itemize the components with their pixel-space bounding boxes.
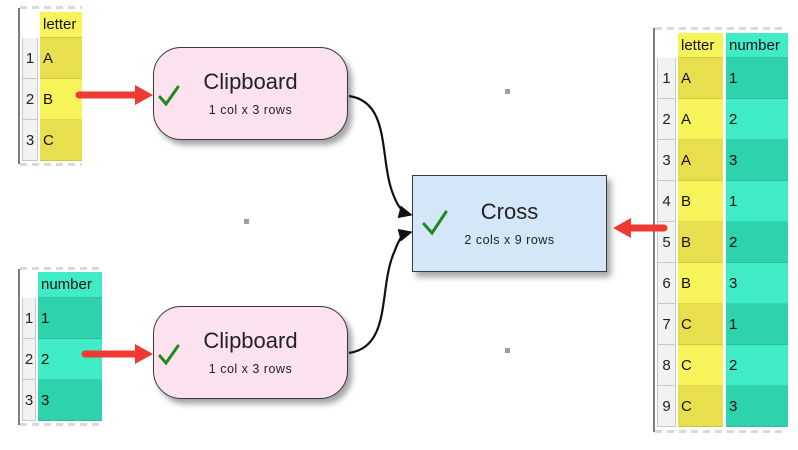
grid-dot: [244, 219, 249, 224]
column-header-letter: letter: [678, 33, 723, 58]
row-number: 4: [657, 181, 676, 222]
cell-letter: B: [678, 222, 723, 263]
torn-edge: [20, 267, 102, 270]
table-row: 1 A: [22, 38, 82, 79]
cell-letter: A: [40, 38, 82, 79]
check-icon: [420, 208, 450, 243]
torn-edge: [20, 423, 102, 426]
table-header-row: letter number: [657, 33, 788, 58]
row-number: 3: [22, 120, 38, 161]
row-number: 9: [657, 386, 676, 427]
cell-number: 2: [38, 339, 102, 380]
row-number: 3: [22, 380, 36, 421]
cell-number: 3: [726, 263, 788, 304]
cross-node[interactable]: Cross 2 cols x 9 rows: [412, 175, 607, 272]
node-title: Clipboard: [203, 327, 298, 353]
cell-number: 2: [726, 99, 788, 140]
clipboard-node-top[interactable]: Clipboard 1 col x 3 rows: [153, 47, 348, 140]
row-number: 7: [657, 304, 676, 345]
table-row: 3 C: [22, 120, 82, 161]
table-row: 2 B: [22, 79, 82, 120]
table-row: 2 A 2: [657, 99, 788, 140]
table-row: 3 A 3: [657, 140, 788, 181]
table-row: 1 A 1: [657, 58, 788, 99]
node-size-label: 1 col x 3 rows: [208, 103, 293, 118]
row-number: 5: [657, 222, 676, 263]
cell-number: 1: [38, 298, 102, 339]
cell-letter: A: [678, 58, 723, 99]
cell-letter: A: [678, 99, 723, 140]
cell-letter: C: [678, 345, 723, 386]
cell-letter: A: [678, 140, 723, 181]
table-row: 1 1: [22, 298, 102, 339]
connection-curve: [348, 235, 403, 355]
node-title: Cross: [480, 198, 539, 224]
pane-edge-line: [18, 269, 20, 425]
red-arrow-icon: [75, 85, 153, 105]
pane-edge-line: [653, 28, 655, 432]
cell-number: 3: [38, 380, 102, 421]
row-number: 2: [657, 99, 676, 140]
column-header-letter: letter: [40, 12, 82, 38]
node-title: Clipboard: [203, 68, 298, 94]
source-table-letter: letter 1 A 2 B 3 C: [22, 12, 82, 161]
column-header-number: number: [38, 272, 102, 298]
corner-cell: [22, 272, 36, 298]
torn-edge: [20, 163, 82, 166]
node-size-label: 2 cols x 9 rows: [464, 233, 555, 248]
row-number: 2: [22, 339, 36, 380]
source-table-number: number 1 1 2 2 3 3: [22, 272, 102, 421]
torn-edge: [20, 6, 82, 9]
check-icon: [157, 84, 181, 113]
row-number: 2: [22, 79, 38, 120]
table-header-row: letter: [22, 12, 82, 38]
table-row: 3 3: [22, 380, 102, 421]
grid-dot: [505, 89, 510, 94]
cell-letter: C: [40, 120, 82, 161]
cell-number: 2: [726, 222, 788, 263]
torn-edge: [655, 430, 787, 433]
table-row: 8 C 2: [657, 345, 788, 386]
cell-number: 3: [726, 140, 788, 181]
table-row: 9 C 3: [657, 386, 788, 427]
cell-letter: B: [678, 181, 723, 222]
cell-letter: C: [678, 304, 723, 345]
row-number: 6: [657, 263, 676, 304]
cell-letter: C: [678, 386, 723, 427]
row-number: 1: [22, 38, 38, 79]
cell-number: 2: [726, 345, 788, 386]
clipboard-node-bottom[interactable]: Clipboard 1 col x 3 rows: [153, 306, 348, 399]
corner-cell: [657, 33, 676, 58]
table-row: 4 B 1: [657, 181, 788, 222]
table-row: 7 C 1: [657, 304, 788, 345]
column-header-number: number: [726, 33, 788, 58]
check-icon: [157, 343, 181, 372]
row-number: 8: [657, 345, 676, 386]
corner-cell: [22, 12, 38, 38]
row-number: 1: [657, 58, 676, 99]
cell-number: 1: [726, 304, 788, 345]
cell-letter: B: [678, 263, 723, 304]
cell-number: 1: [726, 181, 788, 222]
table-row: 2 2: [22, 339, 102, 380]
row-number: 3: [657, 140, 676, 181]
cell-number: 1: [726, 58, 788, 99]
grid-dot: [505, 348, 510, 353]
pane-edge-line: [18, 8, 20, 164]
cell-letter: B: [40, 79, 82, 120]
row-number: 1: [22, 298, 36, 339]
table-header-row: number: [22, 272, 102, 298]
table-row: 6 B 3: [657, 263, 788, 304]
torn-edge: [655, 27, 787, 30]
cell-number: 3: [726, 386, 788, 427]
result-table: letter number 1 A 1 2 A 2 3 A 3 4 B 1 5 …: [657, 33, 788, 427]
connection-curve: [348, 94, 403, 211]
table-row: 5 B 2: [657, 222, 788, 263]
node-size-label: 1 col x 3 rows: [208, 362, 293, 377]
